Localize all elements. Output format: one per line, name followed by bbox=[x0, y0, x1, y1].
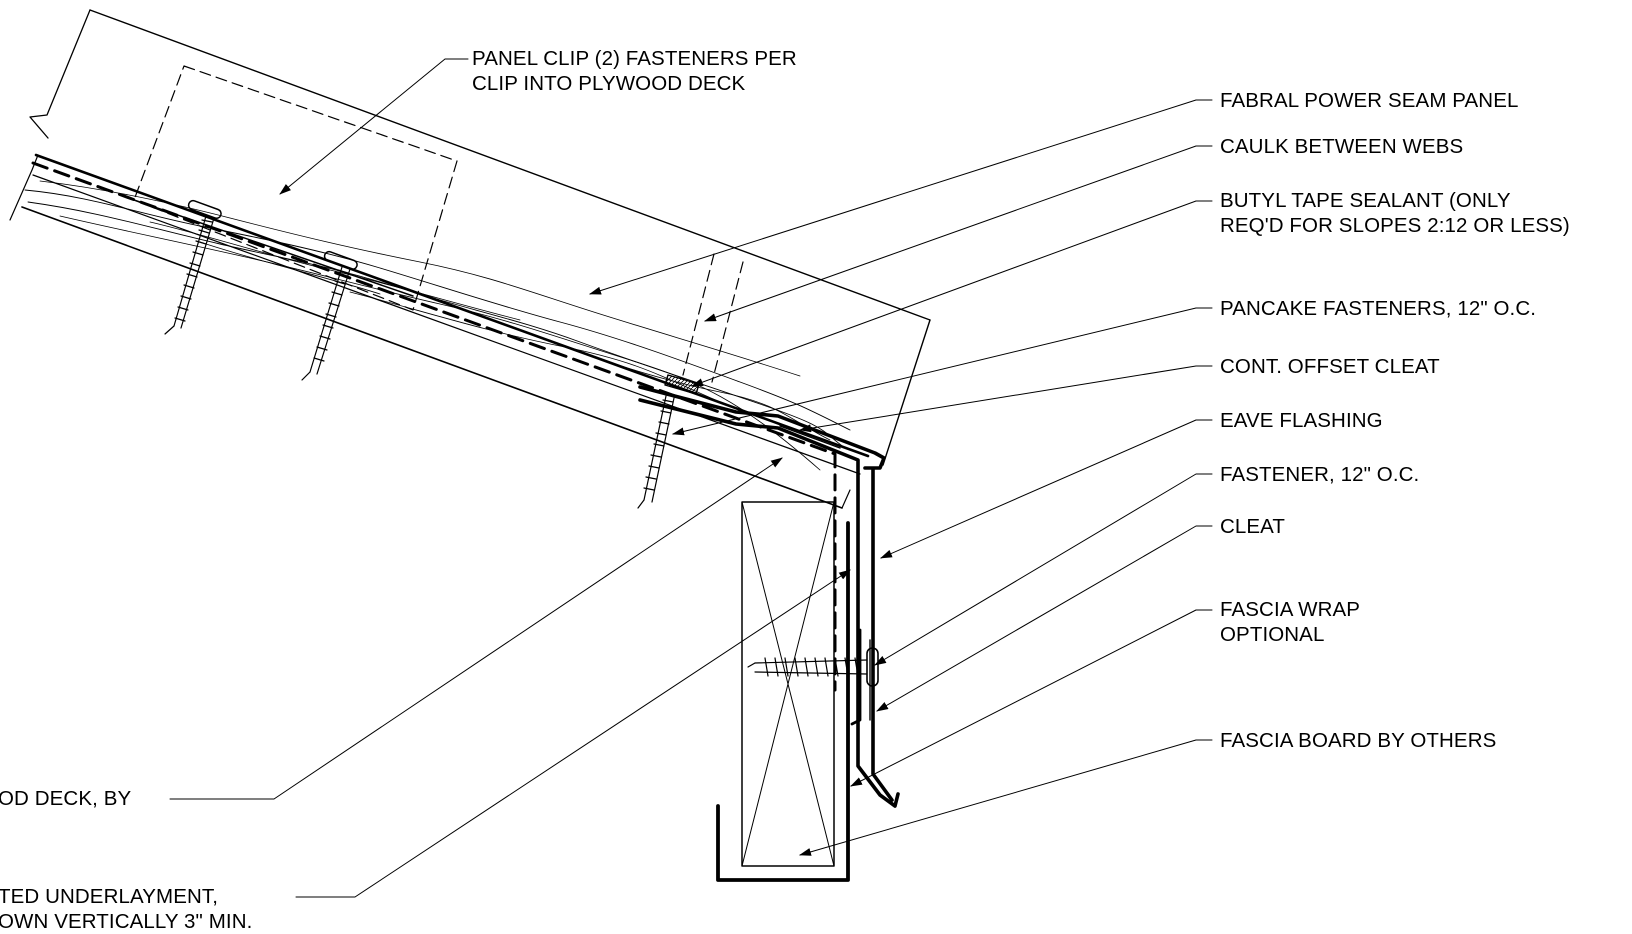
callout-offset-cleat: CONT. OFFSET CLEAT bbox=[1220, 354, 1440, 379]
callout-panel-clip-line1: PANEL CLIP (2) FASTENERS PER bbox=[472, 47, 797, 70]
leader-panel-clip bbox=[279, 58, 469, 195]
callout-pancake: PANCAKE FASTENERS, 12" O.C. bbox=[1220, 296, 1536, 321]
callout-fastener-line1: FASTENER, 12" O.C. bbox=[1220, 463, 1420, 486]
callout-panel-clip-line2: CLIP INTO PLYWOOD DECK bbox=[472, 72, 746, 95]
callout-deck: OD DECK, BY bbox=[0, 786, 131, 811]
callout-underlayment-line2: OWN VERTICALLY 3" MIN. bbox=[0, 910, 253, 933]
callout-butyl-line2: REQ'D FOR SLOPES 2:12 OR LESS) bbox=[1220, 214, 1570, 237]
leader-panel bbox=[589, 99, 1213, 295]
callout-fascia-wrap: FASCIA WRAP OPTIONAL bbox=[1220, 597, 1360, 647]
caulk-webs bbox=[682, 253, 744, 383]
callout-butyl: BUTYL TAPE SEALANT (ONLY REQ'D FOR SLOPE… bbox=[1220, 188, 1570, 238]
callout-pancake-line1: PANCAKE FASTENERS, 12" O.C. bbox=[1220, 297, 1537, 320]
pancake-fastener bbox=[637, 395, 675, 509]
fascia-fastener bbox=[747, 647, 879, 687]
callout-panel: FABRAL POWER SEAM PANEL bbox=[1220, 88, 1519, 113]
callout-cleat: CLEAT bbox=[1220, 514, 1285, 539]
callout-fascia-board-line1: FASCIA BOARD BY OTHERS bbox=[1220, 729, 1497, 752]
leader-fastener bbox=[874, 473, 1213, 666]
leader-eave-flashing bbox=[880, 419, 1213, 559]
eave-flashing bbox=[638, 385, 900, 808]
butyl-tape bbox=[664, 374, 700, 395]
callout-caulk: CAULK BETWEEN WEBS bbox=[1220, 134, 1463, 159]
leader-pancake bbox=[672, 307, 1213, 436]
callout-offset-cleat-line1: CONT. OFFSET CLEAT bbox=[1220, 355, 1440, 378]
callout-cleat-line1: CLEAT bbox=[1220, 515, 1286, 538]
underlayment bbox=[31, 161, 837, 692]
callout-underlayment: TED UNDERLAYMENT, OWN VERTICALLY 3" MIN. bbox=[0, 884, 252, 934]
clip-fastener-2 bbox=[301, 250, 358, 381]
plywood-deck bbox=[21, 153, 870, 509]
leader-offset-cleat bbox=[799, 365, 1213, 433]
panel-clip bbox=[133, 65, 458, 311]
callout-panel-clip: PANEL CLIP (2) FASTENERS PER CLIP INTO P… bbox=[472, 46, 797, 96]
callout-fascia-wrap-line2: OPTIONAL bbox=[1220, 623, 1325, 646]
clip-fastener-1 bbox=[164, 199, 222, 335]
callout-butyl-line1: BUTYL TAPE SEALANT (ONLY bbox=[1220, 189, 1511, 212]
fascia-wrap bbox=[716, 521, 850, 882]
callout-panel-line1: FABRAL POWER SEAM PANEL bbox=[1220, 89, 1519, 112]
leader-deck bbox=[169, 457, 783, 800]
leader-fascia-board bbox=[799, 739, 1213, 856]
callout-eave-flashing-line1: EAVE FLASHING bbox=[1220, 409, 1383, 432]
callout-underlayment-line1: TED UNDERLAYMENT, bbox=[0, 885, 219, 908]
callout-deck-line1: OD DECK, BY bbox=[0, 787, 132, 810]
roof-panel bbox=[9, 9, 931, 466]
leader-cleat bbox=[876, 525, 1213, 712]
callout-eave-flashing: EAVE FLASHING bbox=[1220, 408, 1383, 433]
leader-butyl bbox=[691, 200, 1213, 387]
leader-caulk bbox=[704, 145, 1213, 322]
fascia-board bbox=[741, 501, 835, 867]
callout-fascia-wrap-line1: FASCIA WRAP bbox=[1220, 598, 1361, 621]
callout-caulk-line1: CAULK BETWEEN WEBS bbox=[1220, 135, 1464, 158]
callout-fastener: FASTENER, 12" O.C. bbox=[1220, 462, 1419, 487]
callout-fascia-board: FASCIA BOARD BY OTHERS bbox=[1220, 728, 1496, 753]
leader-lines bbox=[169, 58, 1213, 898]
leader-fascia-wrap bbox=[850, 609, 1213, 787]
leader-underlayment bbox=[295, 569, 851, 898]
